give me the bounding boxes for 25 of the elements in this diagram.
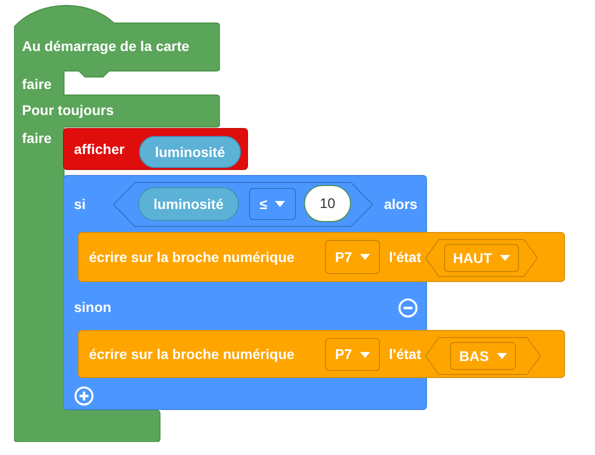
block-label: sinon (74, 299, 112, 316)
block-label: écrire sur la broche numérique (89, 249, 294, 266)
action-block (78, 330, 565, 378)
display-block (63, 128, 248, 170)
block-label: écrire sur la broche numérique (89, 346, 294, 363)
block-label: afficher (74, 141, 125, 158)
block-label: l'état (389, 249, 422, 266)
block-label: Au démarrage de la carte (22, 38, 190, 55)
dropdown: P7 (325, 240, 380, 274)
condition-slot (113, 182, 373, 227)
state-selector (425, 337, 541, 375)
dropdown: P7 (325, 338, 380, 371)
block-label: si (74, 196, 86, 213)
block-label: faire (22, 130, 52, 147)
block-label: alors (384, 196, 418, 213)
block-label: HAUT (453, 250, 492, 266)
block-label: l'état (389, 346, 422, 363)
state-selector (425, 239, 538, 277)
block-label: Pour toujours (22, 102, 114, 119)
block-label: faire (22, 76, 52, 93)
variable-reporter: luminosité (138, 187, 239, 221)
variable-reporter: luminosité (139, 136, 241, 168)
action-block (78, 232, 565, 282)
dropdown: ≤ (249, 188, 296, 220)
block-label: BAS (459, 348, 489, 364)
